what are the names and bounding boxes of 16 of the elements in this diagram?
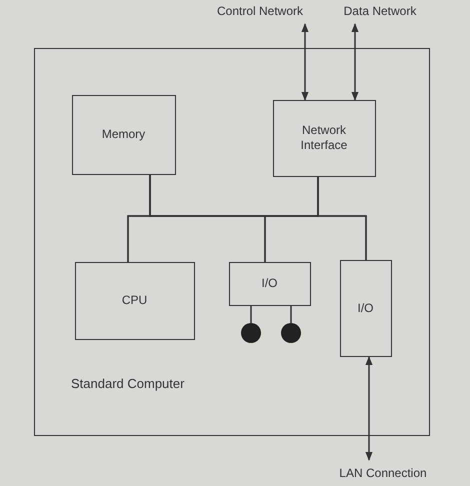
network-label: Data Network [330, 2, 430, 20]
component-box: I/O [228, 262, 310, 306]
component-box: CPU [74, 262, 194, 340]
computer-frame [34, 48, 430, 436]
component-box: I/O [340, 260, 392, 356]
connector-line [317, 177, 367, 260]
connector-line [250, 306, 252, 323]
network-label: Control Network [200, 2, 320, 20]
connector-line [365, 356, 373, 461]
component-box: Memory [72, 94, 176, 174]
network-label: LAN Connection [318, 464, 448, 482]
frame-title: Standard Computer [71, 374, 184, 393]
connector-line [301, 23, 309, 101]
connector-line [290, 306, 292, 323]
component-box: Network Interface [272, 100, 376, 176]
connector-line [351, 23, 359, 101]
